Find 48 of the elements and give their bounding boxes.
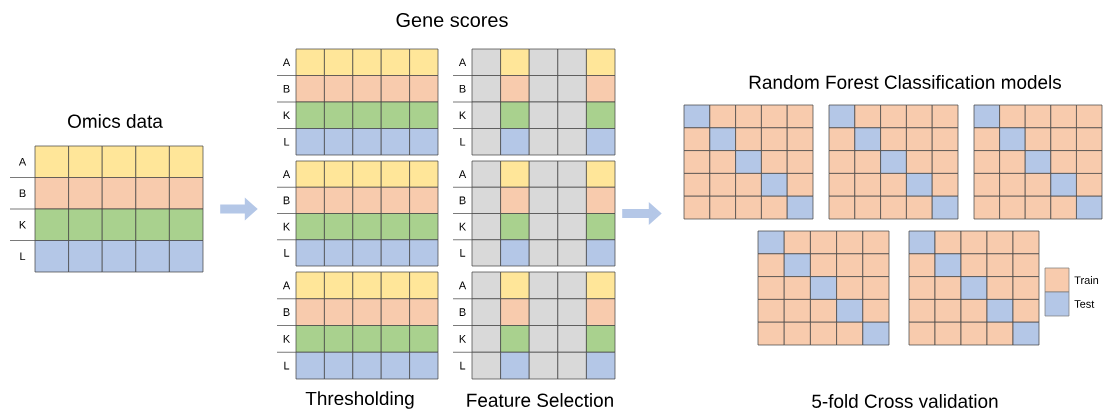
fold-grid xyxy=(828,104,959,220)
node-label: K xyxy=(459,111,467,120)
node-label: L xyxy=(284,137,290,146)
node-label: K xyxy=(459,222,467,231)
section-title: Random Forest Classification models xyxy=(749,75,1061,89)
node-label: B xyxy=(459,196,466,205)
section-title: Gene scores xyxy=(396,12,508,28)
data-grid: A B K L xyxy=(276,271,439,380)
fold-grid xyxy=(683,104,814,220)
node-label: A xyxy=(18,157,27,166)
data-grid: A B K L xyxy=(452,48,616,156)
node-label: L xyxy=(284,361,290,370)
node-label: A xyxy=(282,58,291,67)
node-label: K xyxy=(19,220,27,229)
node-label: A xyxy=(282,281,291,290)
node-label: B xyxy=(19,189,26,198)
fold-grid xyxy=(757,230,890,346)
node-label: K xyxy=(283,335,291,343)
fold-grid xyxy=(973,104,1103,220)
node-label: A xyxy=(282,170,291,178)
fold-grid xyxy=(908,230,1040,346)
section-caption: Thresholding xyxy=(305,391,414,409)
node-label: K xyxy=(283,222,291,231)
section-title: Omics data xyxy=(68,114,163,128)
node-label: L xyxy=(284,249,290,257)
data-grid: A B K L xyxy=(9,145,204,273)
node-label: B xyxy=(283,196,290,205)
node-label: B xyxy=(283,308,290,316)
node-label: A xyxy=(458,58,467,67)
node-label: K xyxy=(283,111,291,120)
node-label: L xyxy=(460,361,466,370)
section-caption: Feature Selection xyxy=(467,393,613,407)
node-label: L xyxy=(20,252,26,261)
node-label: A xyxy=(458,281,467,290)
node-label: A xyxy=(458,170,467,178)
node-label: B xyxy=(283,84,290,93)
node-label: K xyxy=(459,335,467,343)
data-grid: A B K L xyxy=(276,160,439,267)
node-label: L xyxy=(460,137,466,146)
data-grid: A B K L xyxy=(452,271,616,380)
legend-label: Train xyxy=(1074,276,1099,285)
data-grid: A B K L xyxy=(452,160,616,267)
node-label: L xyxy=(460,249,466,257)
legend-label: Test xyxy=(1074,300,1095,308)
node-label: B xyxy=(459,308,466,316)
node-label: B xyxy=(459,84,466,93)
data-grid: A B K L xyxy=(276,48,439,156)
section-caption: 5-fold Cross validation xyxy=(812,394,998,408)
